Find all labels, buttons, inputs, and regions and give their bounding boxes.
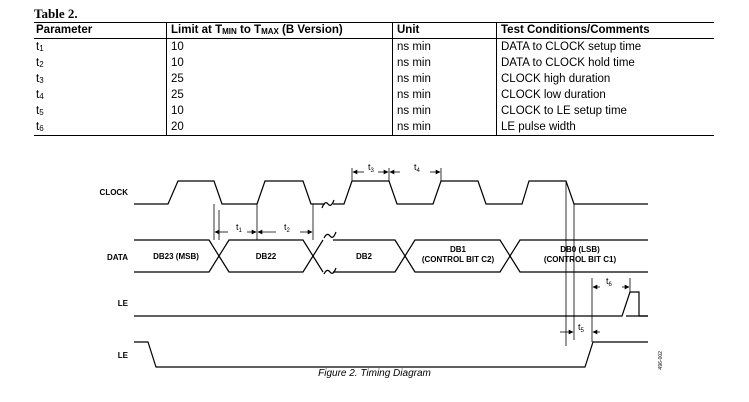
cell-limit: 10	[166, 103, 393, 119]
timing-label-t3: t3	[368, 162, 375, 174]
cell-unit: ns min	[392, 71, 497, 87]
clock-break	[321, 199, 335, 209]
header-conditions: Test Conditions/Comments	[496, 22, 714, 39]
data-cell-db0-line1: DB0 (LSB)	[560, 245, 600, 254]
cell-limit: 10	[166, 38, 393, 55]
cell-unit: ns min	[392, 55, 497, 71]
le2-waveform	[134, 341, 648, 368]
cell-unit: ns min	[392, 87, 497, 103]
doc-code: 03496-002	[658, 351, 664, 370]
timing-label-t1: t1	[236, 222, 243, 234]
timing-label-t6: t6	[606, 276, 613, 288]
cell-comment: DATA to CLOCK hold time	[496, 55, 714, 71]
data-cell-db1-line2: (CONTROL BIT C2)	[422, 255, 495, 264]
table-row: t2 10 ns min DATA to CLOCK hold time	[34, 55, 714, 71]
data-bus	[134, 239, 648, 273]
data-cell-db23: DB23 (MSB)	[153, 252, 199, 261]
table-title: Table 2.	[34, 6, 78, 21]
clock-waveform	[134, 180, 648, 205]
signal-label-clock: CLOCK	[100, 188, 129, 197]
cell-unit: ns min	[392, 119, 497, 136]
le1-waveform	[134, 291, 648, 317]
header-limit-max-sub: MAX	[261, 27, 279, 36]
cell-comment: LE pulse width	[496, 119, 714, 136]
table-row: t6 20 ns min LE pulse width	[34, 119, 714, 136]
data-cell-db0-line2: (CONTROL BIT C1)	[544, 255, 617, 264]
cell-limit: 25	[166, 87, 393, 103]
header-unit: Unit	[392, 22, 497, 39]
signal-label-data: DATA	[107, 253, 128, 262]
cell-limit: 25	[166, 71, 393, 87]
cell-param: t3	[36, 73, 44, 85]
signal-label-le-2: LE	[118, 351, 129, 360]
figure-caption: Figure 2. Timing Diagram	[318, 368, 431, 379]
cell-comment: CLOCK high duration	[496, 71, 714, 87]
cell-limit: 20	[166, 119, 393, 136]
data-cell-db22: DB22	[256, 252, 277, 261]
timing-diagram: CLOCK DATA LE LE DB23 (MSB) DB22 DB2 DB1…	[100, 162, 664, 370]
cell-unit: ns min	[392, 103, 497, 119]
table-row: t5 10 ns min CLOCK to LE setup time	[34, 103, 714, 119]
timing-label-t5: t5	[578, 322, 585, 334]
cell-comment: CLOCK to LE setup time	[496, 103, 714, 119]
cell-comment: CLOCK low duration	[496, 87, 714, 103]
cell-param: t1	[36, 41, 44, 53]
header-parameter: Parameter	[34, 22, 167, 39]
data-cell-db2: DB2	[356, 252, 373, 261]
cell-comment: DATA to CLOCK setup time	[496, 38, 714, 55]
table-header-row: Parameter Limit at TMIN to TMAX (B Versi…	[34, 22, 714, 39]
cell-param: t4	[36, 89, 44, 101]
signal-label-le-1: LE	[118, 299, 129, 308]
cell-unit: ns min	[392, 38, 497, 55]
spec-table: Parameter Limit at TMIN to TMAX (B Versi…	[34, 22, 714, 136]
table-row: t4 25 ns min CLOCK low duration	[34, 87, 714, 103]
data-cell-db1-line1: DB1	[450, 245, 467, 254]
header-limit-min-sub: MIN	[222, 27, 237, 36]
header-limit-suffix: (B Version)	[278, 24, 343, 36]
cell-limit: 10	[166, 55, 393, 71]
table-row: t1 10 ns min DATA to CLOCK setup time	[34, 38, 714, 55]
header-limit-to: to T	[236, 24, 262, 36]
timing-label-t4: t4	[414, 162, 421, 174]
table-row: t3 25 ns min CLOCK high duration	[34, 71, 714, 87]
data-break	[323, 231, 337, 275]
header-limit-prefix: Limit at T	[171, 24, 223, 36]
timing-label-t2: t2	[284, 222, 291, 234]
header-limit: Limit at TMIN to TMAX (B Version)	[166, 22, 393, 39]
cell-param: t6	[34, 119, 167, 136]
cell-param: t2	[36, 57, 44, 69]
cell-param: t5	[36, 105, 44, 117]
